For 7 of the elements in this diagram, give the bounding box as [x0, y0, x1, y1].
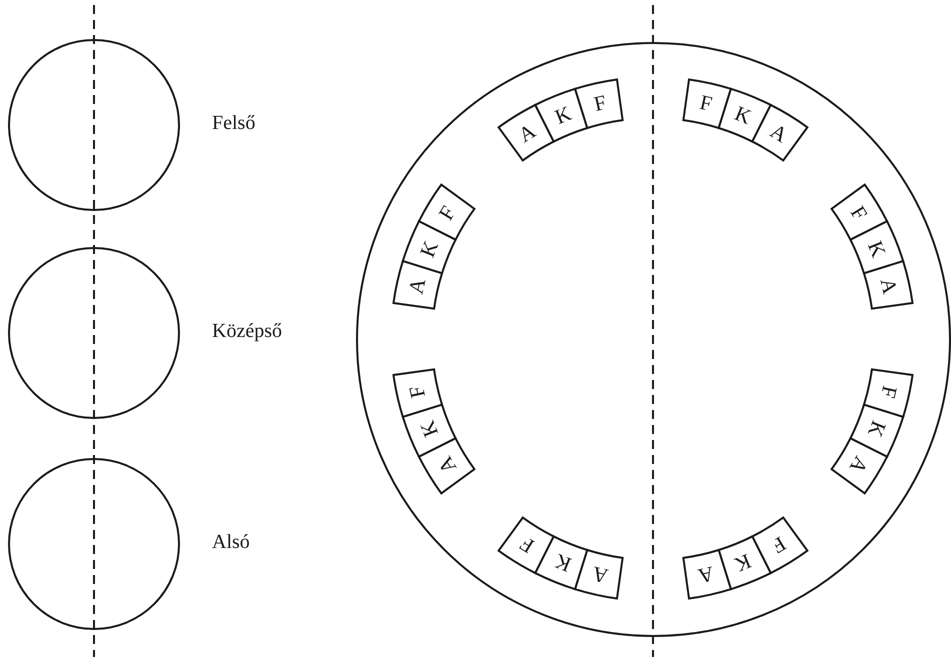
- circle-outline: [356, 42, 951, 637]
- circle-label: Alsó: [212, 531, 250, 554]
- circle-outline: [8, 247, 180, 419]
- circle-label: Felső: [212, 112, 256, 135]
- circle-outline: [8, 39, 180, 211]
- circle-outline: [8, 458, 180, 630]
- circle-label: Középső: [212, 320, 282, 343]
